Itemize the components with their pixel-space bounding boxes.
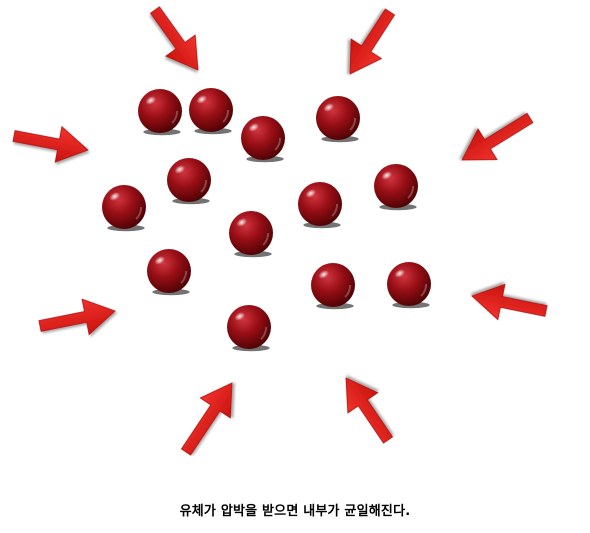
fluid-particle-icon-2 <box>189 88 233 135</box>
diagram-caption: 유체가 압박을 받으면 내부가 균일해진다. <box>179 504 411 519</box>
fluid-particle-icon-7 <box>298 182 342 229</box>
fluid-particle-icon-9 <box>229 211 273 258</box>
fluid-particle-icon-4 <box>316 96 360 143</box>
fluid-particle-icon-6 <box>102 185 146 232</box>
pressure-arrow-icon-3 <box>12 125 89 163</box>
fluid-particle-icon-12 <box>387 262 431 309</box>
fluid-particle-icon-5 <box>167 158 211 205</box>
pressure-arrow-icon-4 <box>461 112 534 161</box>
fluid-particle-icon-3 <box>241 116 285 163</box>
pressure-arrow-icon-7 <box>180 382 233 456</box>
fluid-particle-icon-10 <box>147 249 191 296</box>
pressure-arrow-icon-8 <box>345 377 394 444</box>
fluid-particles <box>102 88 431 352</box>
fluid-particle-icon-11 <box>311 263 355 310</box>
pressure-arrow-icon-6 <box>471 283 548 321</box>
fluid-particle-icon-1 <box>138 89 182 136</box>
pressure-arrow-icon-1 <box>149 6 199 71</box>
fluid-particle-icon-8 <box>374 164 418 211</box>
fluid-particle-icon-13 <box>227 305 271 352</box>
pressure-arrows <box>12 6 548 456</box>
pressure-arrow-icon-5 <box>38 298 116 336</box>
pressure-arrow-icon-2 <box>349 8 396 75</box>
